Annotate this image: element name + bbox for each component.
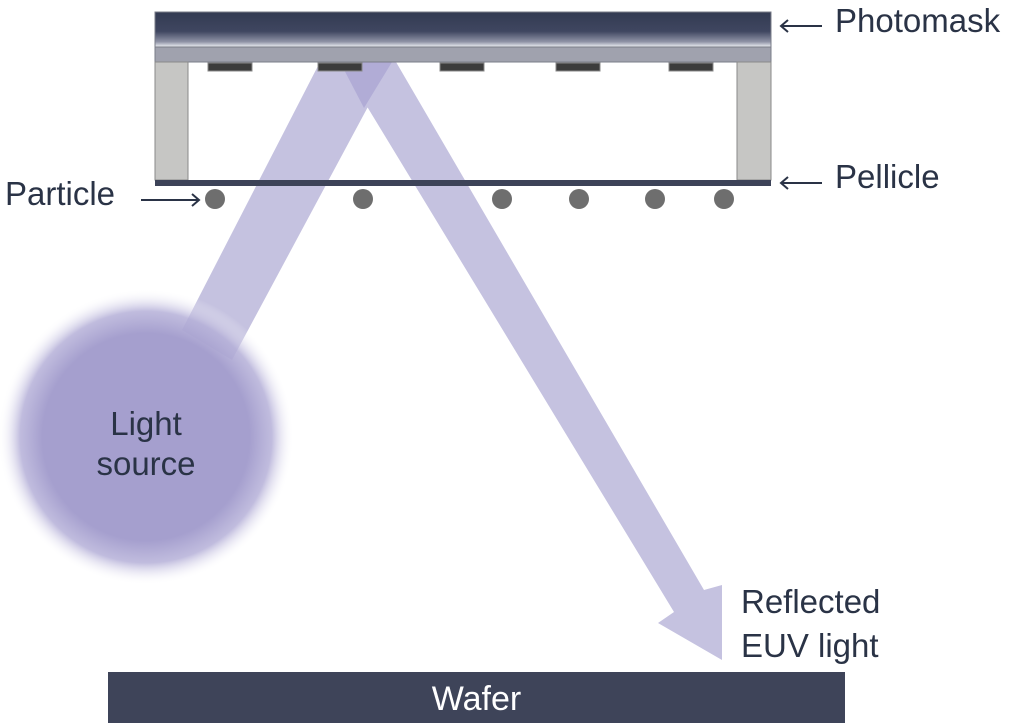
photomask-label: Photomask [835, 2, 1001, 39]
absorber-block [555, 62, 601, 72]
wafer-label: Wafer [431, 680, 522, 718]
pellicle-frame-right [736, 61, 772, 181]
reflected-euv-label-line2: EUV light [741, 627, 879, 664]
particles [205, 189, 734, 209]
reflected-beam-arrow [340, 62, 722, 660]
particle [205, 189, 225, 209]
light-source-label: Light source [46, 404, 246, 484]
wafer [108, 672, 845, 723]
particle [492, 189, 512, 209]
particle-label: Particle [5, 175, 116, 212]
particle [353, 189, 373, 209]
photomask-reflective-layer [154, 46, 772, 63]
particle [569, 189, 589, 209]
beam-overlap [340, 62, 392, 108]
absorber-block [317, 62, 363, 72]
pellicle-membrane [155, 180, 771, 186]
pellicle-label: Pellicle [835, 158, 940, 195]
reflected-euv-label-line1: Reflected [741, 583, 881, 620]
particle-pointer-arrow [141, 193, 201, 207]
photomask-substrate [154, 11, 772, 48]
pellicle-frame-left [154, 61, 189, 181]
photomask-pointer-arrow [779, 19, 822, 33]
light-source-label-line2: source [96, 445, 196, 482]
absorber-block [207, 62, 253, 72]
pellicle-pointer-arrow [779, 176, 822, 190]
incident-beam [182, 62, 392, 360]
light-source-label-line1: Light [110, 405, 182, 442]
absorber-block [439, 62, 485, 72]
absorber-block [668, 62, 714, 72]
particle [714, 189, 734, 209]
light-source [0, 289, 294, 585]
particle [645, 189, 665, 209]
absorber-pattern [207, 62, 714, 72]
